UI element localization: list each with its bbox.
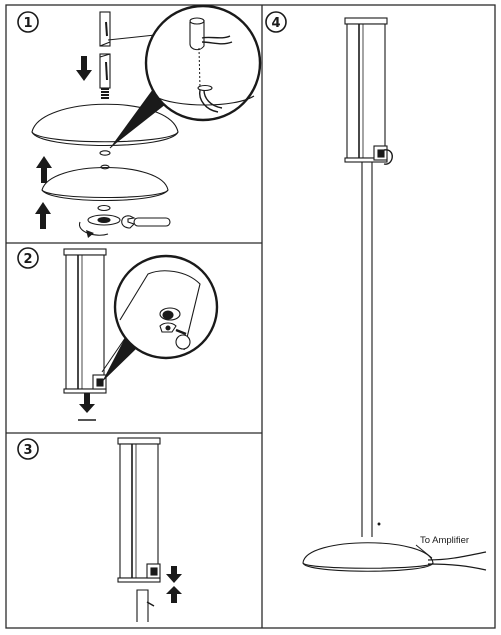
panel-3-mount-column (117, 437, 182, 622)
step-number-4: 4 (271, 16, 280, 31)
to-amplifier-label: To Amplifier (420, 535, 469, 546)
panel-4-assembled-stand: To Amplifier (302, 17, 487, 572)
panel-1-base-assembly (31, 4, 262, 238)
step-badge-2: 2 (17, 247, 39, 269)
step-badge-1: 1 (17, 11, 39, 33)
dome-base-lower (41, 164, 169, 202)
speaker-column (344, 17, 393, 165)
up-arrow-icon (166, 586, 182, 603)
speaker-cable (199, 89, 223, 113)
speaker-cable (427, 551, 487, 571)
zoom-callout-bracket-screw (101, 254, 219, 382)
step-number-1: 1 (23, 16, 32, 31)
speaker-column (63, 248, 107, 394)
down-arrow-icon (166, 566, 182, 583)
stand-pole (361, 162, 373, 537)
stand-base (302, 542, 434, 572)
threaded-stud (101, 88, 109, 99)
washer-and-nut (79, 204, 121, 238)
down-arrow-icon (79, 393, 95, 413)
screw-head (162, 310, 174, 320)
wrench-tool (121, 215, 171, 229)
step-number-2: 2 (23, 252, 32, 267)
pole-top (136, 589, 155, 622)
down-arrow-icon (76, 56, 92, 81)
step-badge-3: 3 (17, 438, 39, 460)
up-arrow-icon (36, 156, 52, 183)
up-arrow-icon (35, 202, 51, 229)
speaker-column (117, 437, 161, 583)
panel-frame (5, 4, 496, 629)
pole-lower-section (99, 53, 111, 109)
dome-cover-upper (31, 103, 179, 156)
panel-2-bracket-detail (63, 248, 219, 421)
zoom-callout-cable-threading (107, 4, 262, 149)
rotate-arrow-icon (86, 230, 94, 238)
step-badge-4: 4 (265, 11, 287, 33)
speaker-cable (201, 35, 233, 45)
step-number-3: 3 (23, 443, 32, 458)
pole-upper-section (99, 11, 111, 47)
